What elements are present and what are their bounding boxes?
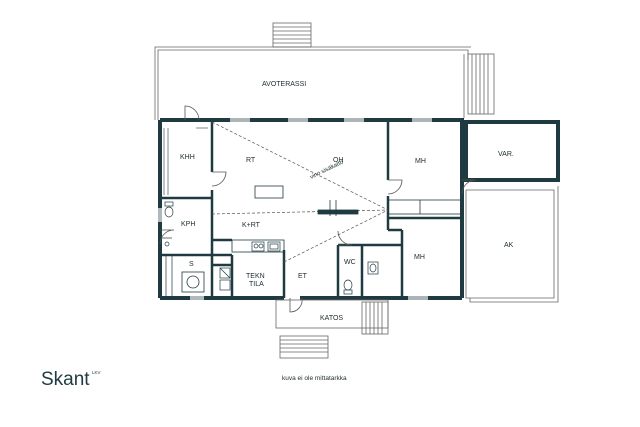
canopy-outline	[275, 299, 389, 359]
room-label-rt: RT	[246, 157, 256, 164]
room-label-tila: TILA	[249, 281, 264, 288]
toilet-icon	[343, 279, 353, 295]
room-label-s: S	[189, 261, 194, 268]
room-label-avoterassi: AVOTERASSI	[262, 81, 306, 88]
room-label-ak: AK	[504, 242, 514, 249]
room-label-tekn: TEKN	[246, 273, 265, 280]
sloped-ceiling-lines	[211, 121, 389, 263]
sauna-bench	[159, 254, 173, 299]
room-label-kph: KPH	[181, 221, 195, 228]
annotation-sloped-ceiling: vino sisäkatto	[309, 159, 345, 181]
sink-icon	[267, 241, 281, 252]
tech-room-equipment	[219, 267, 231, 291]
room-label-mh-top: MH	[415, 158, 426, 165]
room-label-katos: KATOS	[320, 315, 343, 322]
window-panes	[158, 118, 432, 300]
skant-logo: Skant LKV	[41, 369, 101, 390]
room-label-var: VAR.	[498, 151, 514, 158]
logo-wordmark: Skant	[41, 369, 90, 390]
wardrobe-hatch	[163, 127, 208, 195]
toilet-icon	[164, 201, 174, 218]
room-label-mh-bottom: MH	[414, 254, 425, 261]
kitchen-fixtures	[231, 185, 463, 253]
room-label-oh: OH	[333, 157, 344, 164]
carport-outline	[465, 186, 559, 303]
shower-icon	[162, 237, 172, 247]
scale-disclaimer: kuva ei ole mittatarkka	[282, 375, 347, 382]
windows	[157, 117, 432, 301]
interior-walls	[160, 120, 462, 298]
door-swing-icon	[159, 105, 477, 313]
terrace-outline	[154, 22, 495, 120]
washing-machine-icon	[181, 271, 205, 293]
logo-suffix: LKV	[92, 370, 101, 375]
room-label-et: ET	[298, 273, 308, 280]
stove-icon	[251, 241, 265, 252]
room-label-k-rt: K+RT	[242, 222, 261, 229]
wc-sink	[367, 261, 379, 275]
room-label-khh: KHH	[180, 154, 195, 161]
room-label-wc: WC	[344, 259, 356, 266]
